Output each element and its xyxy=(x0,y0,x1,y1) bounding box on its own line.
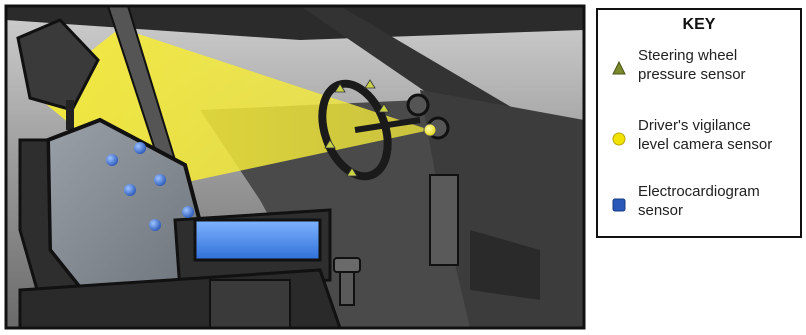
console-screen xyxy=(195,220,320,260)
door-window xyxy=(430,175,458,265)
ecg-sensor-4 xyxy=(154,174,166,186)
key-label-camera-sensor: Driver's vigilance level camera sensor xyxy=(638,116,796,154)
gauge-left xyxy=(408,95,428,115)
gear-shift-knob xyxy=(334,258,360,272)
ecg-sensor-3 xyxy=(124,184,136,196)
ecg-sensor-5 xyxy=(149,219,161,231)
ecg-sensor-6 xyxy=(182,206,194,218)
vigilance-camera-sensor xyxy=(424,124,436,136)
car-interior-illustration xyxy=(0,0,590,335)
ecg-sensor-1 xyxy=(106,154,118,166)
key-label-ecg-sensor: Electrocardiogram sensor xyxy=(638,182,796,220)
key-label-steering-sensor: Steering wheel pressure sensor xyxy=(638,46,796,84)
circle-icon xyxy=(612,132,626,146)
key-title: KEY xyxy=(598,16,800,34)
triangle-icon xyxy=(612,61,626,75)
ecg-sensor-2 xyxy=(134,142,146,154)
console-tray xyxy=(210,280,290,328)
key-legend: KEY Steering wheel pressure sensor Drive… xyxy=(596,8,802,238)
headrest-post xyxy=(66,100,74,130)
square-icon xyxy=(612,198,626,212)
